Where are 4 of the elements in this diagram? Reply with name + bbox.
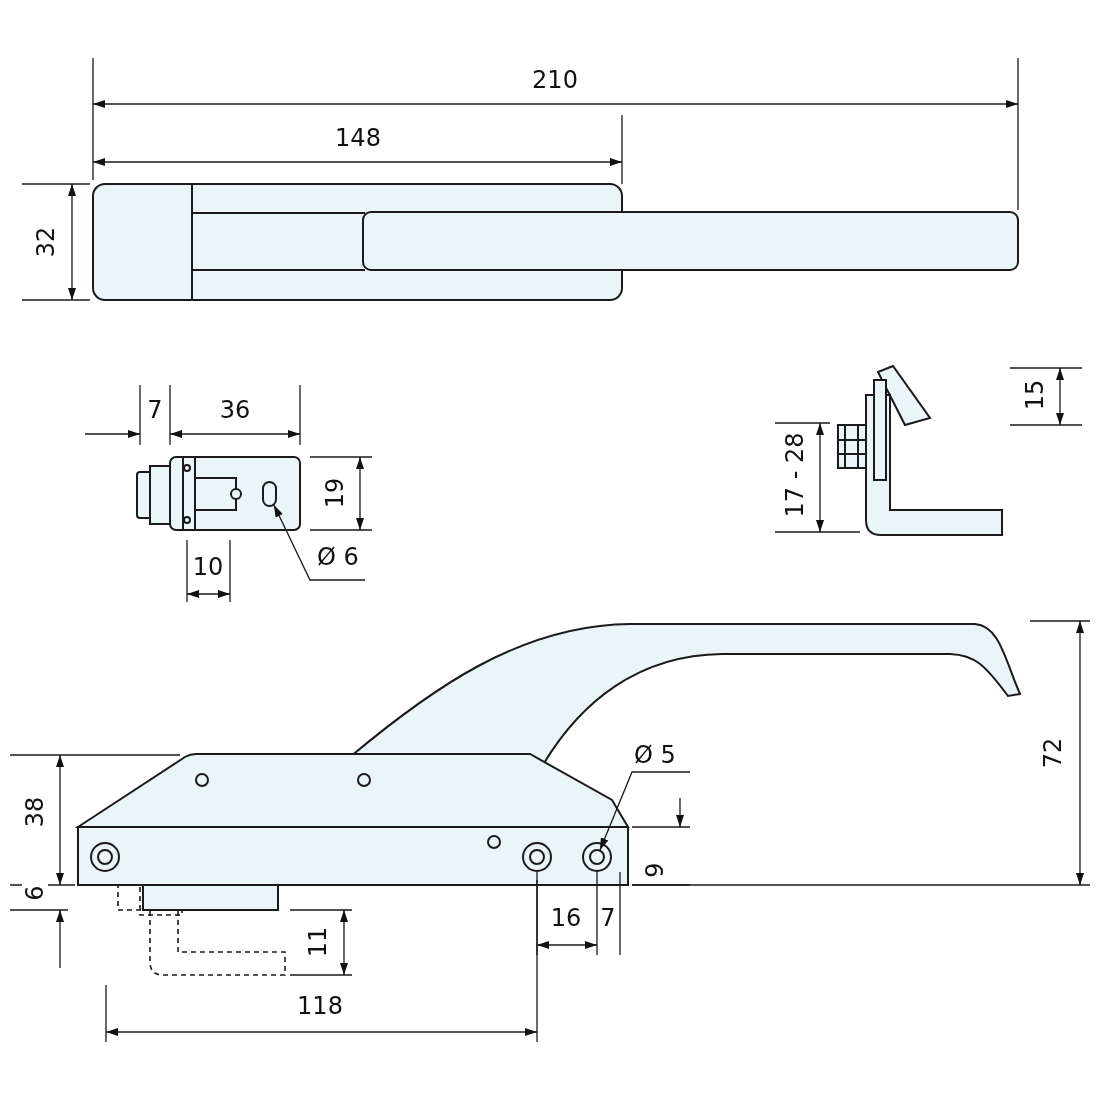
leader-line — [273, 504, 366, 581]
leader-line — [599, 771, 691, 851]
hole — [589, 849, 605, 865]
hole — [262, 481, 277, 507]
